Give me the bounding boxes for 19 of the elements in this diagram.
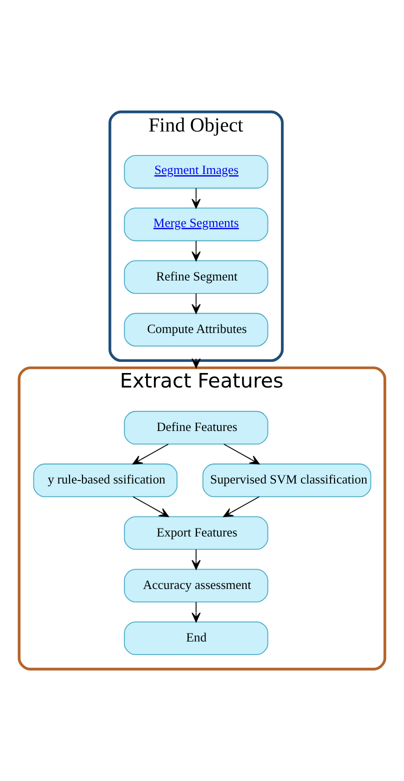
node-box: Export Features	[124, 516, 268, 550]
arrow	[132, 444, 169, 464]
node-box: Compute Attributes	[124, 312, 268, 346]
arrow	[223, 444, 260, 464]
node-box: y rule-based ssification	[33, 464, 178, 498]
arrow	[192, 293, 201, 314]
node-box: Merge Segments	[124, 208, 268, 242]
node-box: Accuracy assessment	[124, 568, 268, 602]
arrow	[192, 548, 201, 570]
arrow	[192, 602, 201, 622]
node-box: Refine Segment	[124, 260, 268, 294]
node-box: Supervised SVM classification	[202, 464, 372, 498]
node-box: Define Features	[124, 410, 268, 444]
arrow	[132, 496, 169, 518]
node-box: End	[124, 621, 268, 656]
arrow	[192, 240, 201, 262]
arrow	[223, 496, 260, 518]
arrow	[192, 188, 201, 209]
node-box: Segment Images	[124, 155, 268, 189]
